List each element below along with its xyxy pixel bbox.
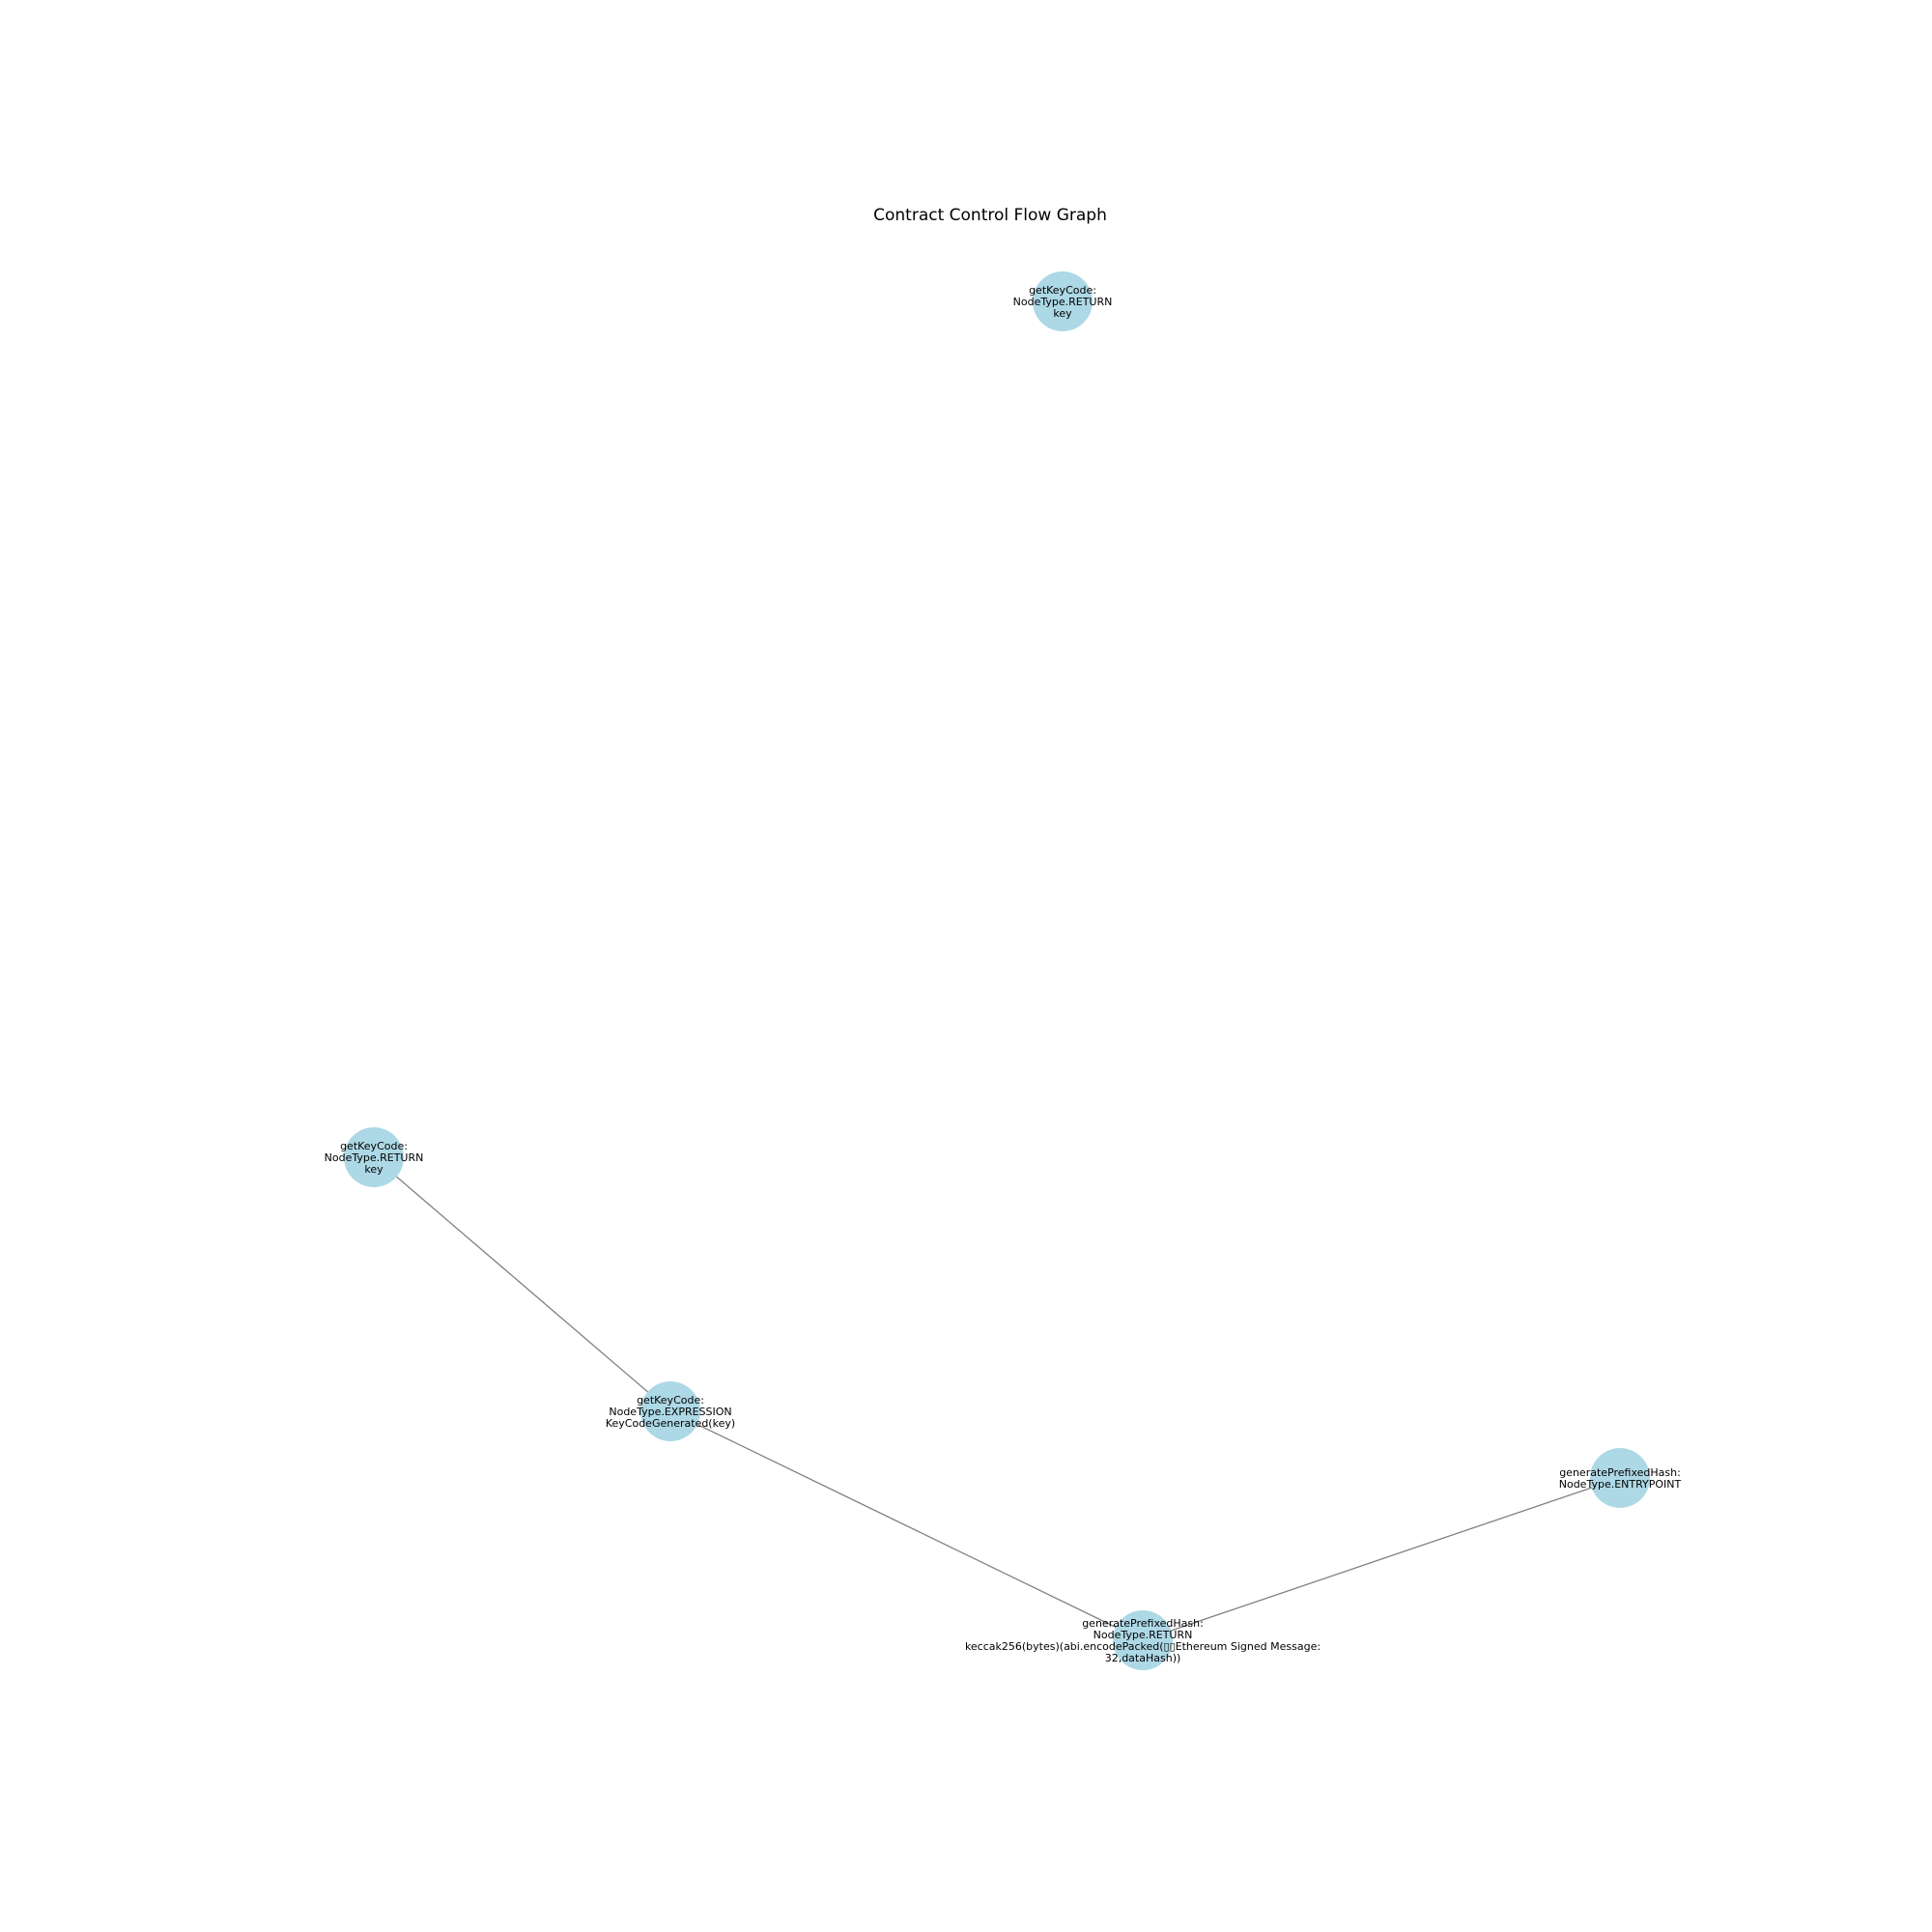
node-circle: [1033, 271, 1093, 331]
graph-title: Contract Control Flow Graph: [873, 206, 1107, 225]
edge-n5-n4: [1142, 1477, 1621, 1641]
node-label-line: 32,dataHash)): [1105, 1652, 1181, 1664]
node-label-line: key: [364, 1163, 384, 1176]
node-circle: [640, 1381, 700, 1441]
edge-n3-n5: [669, 1410, 1144, 1641]
edge-n2-n3: [373, 1156, 671, 1412]
node-label-line: generatePrefixedHash:: [1082, 1617, 1204, 1630]
node-label-line: key: [1053, 307, 1072, 320]
node-circle: [1113, 1610, 1173, 1670]
node-label-line: keccak256(bytes)(abi.encodePacked(▯▯Ethe…: [965, 1640, 1321, 1653]
graph-node: generatePrefixedHash:NodeType.ENTRYPOINT: [1559, 1448, 1682, 1508]
node-label-line: getKeyCode:: [637, 1394, 704, 1406]
node-circle: [344, 1127, 404, 1187]
node-circle: [1590, 1448, 1650, 1508]
node-label-line: NodeType.EXPRESSION: [609, 1406, 731, 1418]
node-label-line: NodeType.RETURN: [1013, 296, 1113, 308]
node-label-line: NodeType.ENTRYPOINT: [1559, 1478, 1682, 1491]
node-label-line: KeyCodeGenerated(key): [606, 1417, 735, 1430]
node-label-line: NodeType.RETURN: [1094, 1629, 1193, 1641]
node-label-line: getKeyCode:: [340, 1140, 408, 1152]
node-label-line: getKeyCode:: [1029, 284, 1096, 297]
node-label: generatePrefixedHash:NodeType.ENTRYPOINT: [1559, 1466, 1682, 1491]
edges-layer: [373, 1156, 1621, 1641]
node-label-line: generatePrefixedHash:: [1559, 1466, 1681, 1479]
node-label-line: NodeType.RETURN: [325, 1151, 424, 1164]
